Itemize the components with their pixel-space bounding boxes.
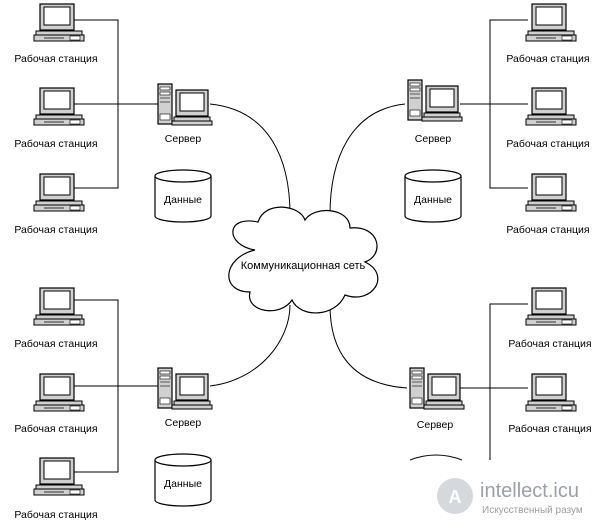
server-icon (157, 83, 213, 126)
cluster-top-right: Рабочая станция Рабочая станция Рабочая … (329, 3, 590, 236)
cluster-top-left: Рабочая станция Рабочая станция Рабочая … (14, 3, 291, 236)
cluster-bottom-right: Рабочая станция Рабочая станция Сервер (329, 287, 592, 461)
workstation-label: Рабочая станция (14, 338, 97, 350)
workstation-label: Рабочая станция (506, 224, 589, 236)
watermark-logo-letter: A (449, 487, 462, 507)
database-label: Данные (414, 194, 452, 206)
server-label: Сервер (417, 419, 454, 431)
server-label: Сервер (415, 133, 452, 145)
watermark-logo-icon (437, 478, 473, 514)
cloud-shape (228, 206, 379, 314)
server-icon (407, 79, 463, 122)
workstation-icon (525, 287, 577, 326)
cluster-bottom-left: Рабочая станция Рабочая станция Рабочая … (14, 287, 291, 521)
workstation-label: Рабочая станция (508, 338, 591, 350)
workstation-icon (525, 3, 577, 42)
watermark-site: intellect.icu (480, 480, 579, 502)
br-bus-line (489, 303, 528, 460)
workstation-label: Рабочая станция (14, 224, 97, 236)
workstation-label: Рабочая станция (14, 138, 97, 150)
workstation-icon (33, 3, 85, 42)
database-label: Данные (164, 194, 202, 206)
workstation-label: Рабочая станция (14, 509, 97, 521)
workstation-icon (33, 173, 85, 212)
database-label: Данные (164, 478, 202, 490)
tl-link-line (209, 103, 291, 216)
workstation-icon (33, 87, 85, 126)
database-icon-partial (409, 454, 463, 461)
workstation-icon (33, 457, 85, 496)
tr-link-line (329, 103, 406, 216)
workstation-label: Рабочая станция (14, 423, 97, 435)
watermark: A intellect.icu Искусственный разум (437, 478, 583, 516)
workstation-label: Рабочая станция (508, 423, 591, 435)
server-label: Сервер (165, 417, 202, 429)
br-link-line (329, 304, 408, 389)
workstation-label: Рабочая станция (506, 138, 589, 150)
server-icon (157, 367, 213, 410)
workstation-label: Рабочая станция (506, 53, 589, 65)
workstation-icon (33, 287, 85, 326)
server-label: Сервер (165, 133, 202, 145)
network-cloud: Коммуникационная сеть (228, 206, 379, 314)
workstation-icon (525, 173, 577, 212)
workstation-icon (525, 373, 577, 412)
workstation-label: Рабочая станция (14, 53, 97, 65)
network-label: Коммуникационная сеть (241, 260, 366, 272)
server-icon (409, 367, 465, 410)
workstation-icon (33, 373, 85, 412)
bl-link-line (209, 304, 291, 387)
workstation-icon (525, 87, 577, 126)
watermark-tagline: Искусственный разум (482, 505, 583, 516)
